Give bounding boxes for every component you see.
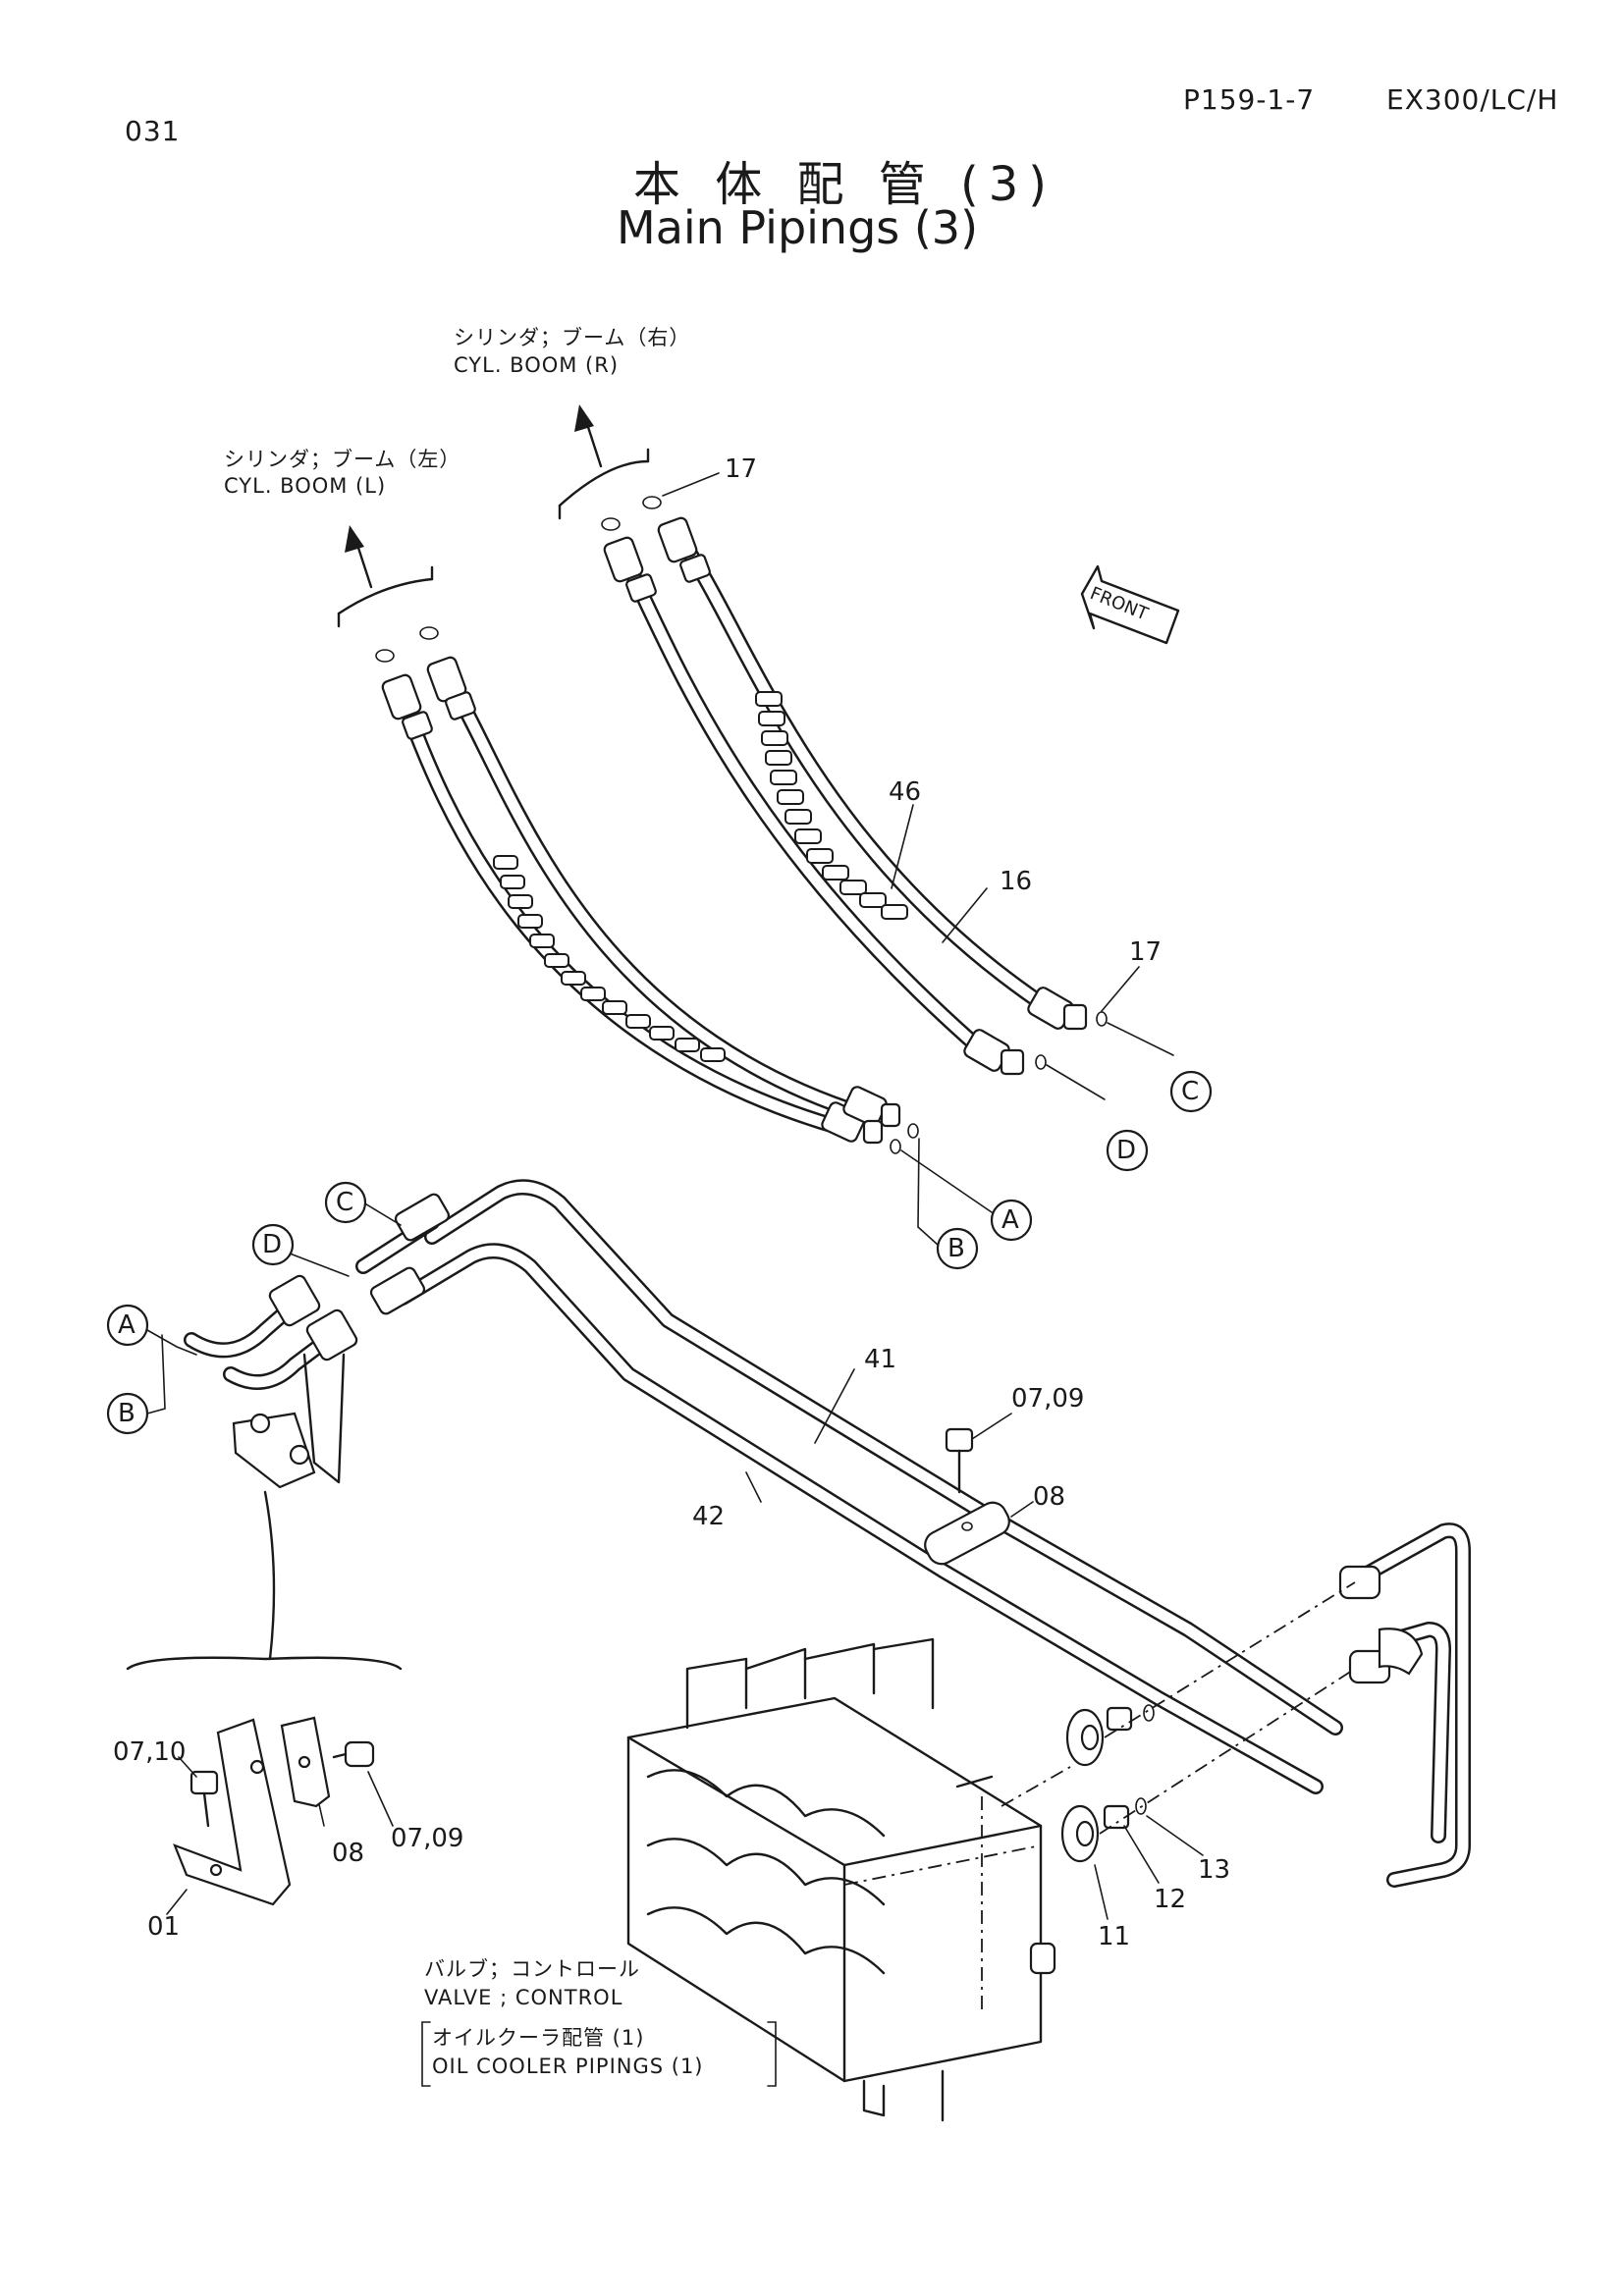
title-english: Main Pipings (3) <box>617 201 979 254</box>
oil-cooler-label-jp: オイルクーラ配管 (1) <box>432 2026 645 2050</box>
connector-c-upper: C <box>1181 1077 1200 1106</box>
connector-a-upper: A <box>1001 1205 1019 1235</box>
boom-right-label-jp: シリンダ；ブーム（右） <box>454 326 691 349</box>
left-fittings <box>146 1193 451 1489</box>
boom-left-label-jp: シリンダ；ブーム（左） <box>224 448 461 471</box>
part-08-bottom: 08 <box>332 1839 365 1868</box>
page-number: 031 <box>125 115 181 147</box>
part-07-09-top: 07,09 <box>1011 1384 1085 1414</box>
boom-left-label-en: CYL. BOOM (L) <box>224 474 387 498</box>
flange-fittings <box>1001 1581 1356 1920</box>
part-08-top: 08 <box>1033 1482 1066 1512</box>
part-46: 46 <box>889 777 922 807</box>
connector-b-upper: B <box>947 1234 965 1263</box>
boom-right-label-en: CYL. BOOM (R) <box>454 353 620 377</box>
part-13: 13 <box>1198 1855 1231 1885</box>
reference-code: P159-1-7 <box>1183 83 1316 116</box>
hose-46-16 <box>603 516 1174 1100</box>
part-07-10: 07,10 <box>113 1737 187 1767</box>
hose-left-pair <box>381 656 993 1246</box>
pipes-41-42 <box>355 1179 1471 1888</box>
title-japanese: 本 体 配 管 (3) <box>633 157 1057 212</box>
exploded-bracket-parts <box>166 1716 394 1915</box>
exploded-leader <box>126 1490 403 1671</box>
boom-right-arrow <box>558 404 650 520</box>
model-code: EX300/LC/H <box>1386 83 1559 116</box>
connector-c-left: C <box>336 1188 354 1217</box>
part-41: 41 <box>864 1345 897 1374</box>
connector-d-upper: D <box>1116 1136 1137 1165</box>
part-01: 01 <box>147 1912 181 1942</box>
part-11: 11 <box>1098 1922 1131 1951</box>
oil-cooler-brace <box>421 2021 777 2087</box>
connector-b-left: B <box>118 1399 135 1428</box>
boom-left-arrow <box>337 525 434 628</box>
o-rings-top <box>375 472 720 663</box>
control-valve-block <box>626 1637 1056 2122</box>
connector-a-left: A <box>118 1310 135 1340</box>
valve-label-jp: バルブ；コントロール <box>424 1957 640 1981</box>
connector-circles-upper <box>936 1070 1213 1270</box>
valve-label-en: VALVE ; CONTROL <box>424 1986 623 2009</box>
front-arrow-icon <box>1080 564 1180 645</box>
part-12: 12 <box>1154 1885 1187 1914</box>
part-16: 16 <box>1000 867 1033 896</box>
part-17-right: 17 <box>1129 937 1163 967</box>
part-17-top: 17 <box>725 454 758 484</box>
part-42: 42 <box>692 1502 726 1531</box>
connector-d-left: D <box>262 1230 283 1259</box>
oil-cooler-label-en: OIL COOLER PIPINGS (1) <box>432 2055 704 2078</box>
part-07-09-bottom: 07,09 <box>391 1824 464 1853</box>
connector-circles-left <box>106 1181 367 1435</box>
